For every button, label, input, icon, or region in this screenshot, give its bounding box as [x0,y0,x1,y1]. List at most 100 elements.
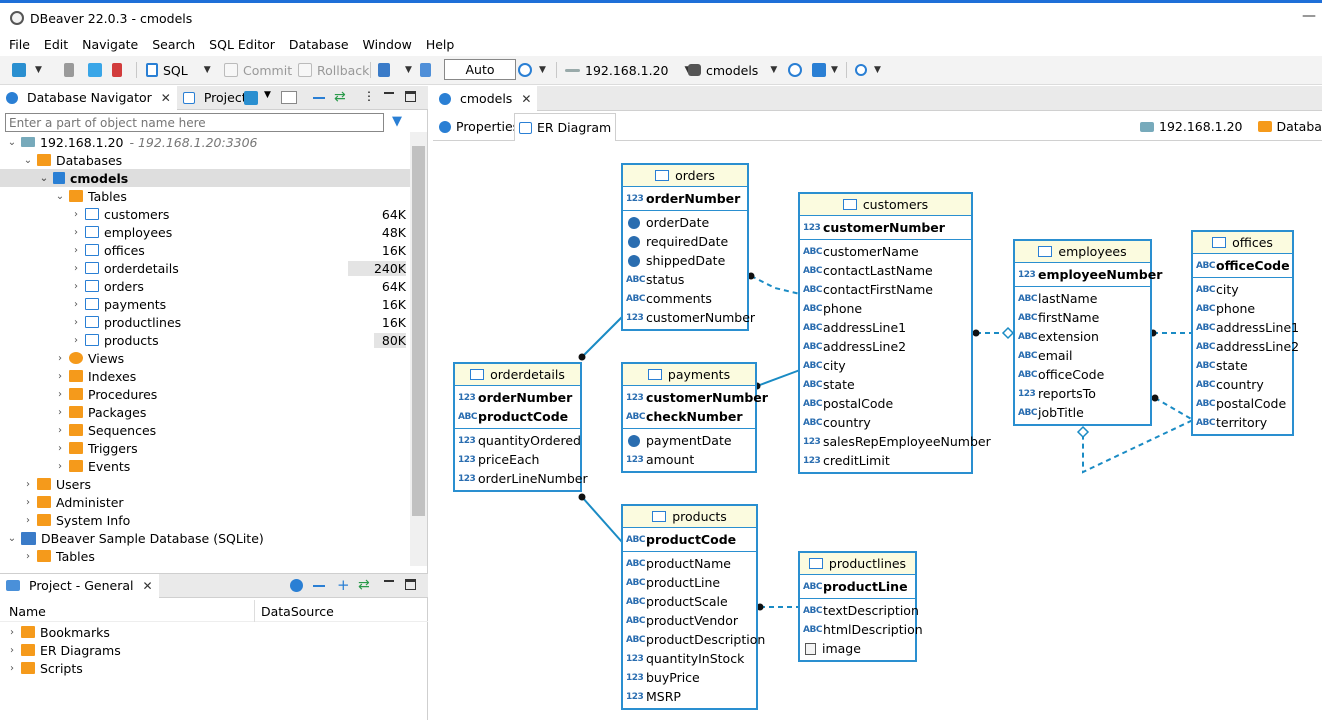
chevron-right-icon[interactable]: › [74,262,78,274]
close-icon[interactable]: ✕ [521,91,532,106]
chevron-right-icon[interactable]: › [58,370,62,382]
chevron-right-icon[interactable]: › [74,316,78,328]
tab-project-general[interactable]: Project - General ✕ [0,573,159,598]
project-item-bookmarks[interactable]: ›Bookmarks [6,623,110,641]
column-name-header[interactable]: Name [9,604,46,619]
column-row[interactable]: paymentDate [623,431,755,450]
collapse-all-icon[interactable] [313,585,325,587]
chevron-down-icon[interactable]: ⌄ [39,172,49,184]
tree-sequences[interactable]: ›Sequences [54,421,156,439]
chevron-right-icon[interactable]: › [58,424,62,436]
project-item-er-diagrams[interactable]: ›ER Diagrams [6,641,121,659]
menu-file[interactable]: File [9,36,30,52]
maximize-view-icon[interactable] [405,91,416,102]
connect-button[interactable] [64,56,79,84]
chevron-down-icon[interactable]: ⌄ [7,136,17,148]
chevron-right-icon[interactable]: › [58,442,62,454]
link-editor-icon[interactable]: ⇄ [358,577,370,593]
tab-cmodels[interactable]: cmodels ✕ [433,86,538,111]
chevron-right-icon[interactable]: › [58,352,62,364]
tree-users[interactable]: ›Users [22,475,91,493]
reconnect-button[interactable] [88,56,107,84]
column-row[interactable]: requiredDate [623,232,747,251]
tab-database-navigator[interactable]: Database Navigator ✕ [0,85,177,110]
tree-triggers[interactable]: ›Triggers [54,439,138,457]
column-row[interactable]: orderDate [623,213,747,232]
tree-events[interactable]: ›Events [54,457,130,475]
chevron-right-icon[interactable]: › [26,478,30,490]
chevron-right-icon[interactable]: › [74,298,78,310]
tree-connection[interactable]: ⌄192.168.1.20- 192.168.1.20:3306 [6,133,258,151]
chevron-right-icon[interactable]: › [10,626,14,638]
commit-button[interactable]: Commit [224,56,292,84]
tree-administer[interactable]: ›Administer [22,493,124,511]
gear-icon[interactable] [290,579,303,592]
link-editor-icon[interactable]: ⇄ [334,89,346,105]
rollback-button[interactable]: Rollback [298,56,369,84]
view-menu-icon[interactable]: ⋮ [363,89,375,103]
close-icon[interactable]: ✕ [160,90,171,105]
close-icon[interactable]: ✕ [142,578,153,593]
new-connection-icon[interactable] [244,91,258,105]
menu-sql-editor[interactable]: SQL Editor [209,36,275,52]
disconnect-button[interactable] [112,56,127,84]
chevron-right-icon[interactable]: › [26,550,30,562]
maximize-view-icon[interactable] [405,579,416,590]
active-schema-selector[interactable]: cmodels▼ [688,56,777,84]
search-button[interactable]: ▼ [855,56,881,84]
tasks-button[interactable]: ▼ [812,56,838,84]
tree-indexes[interactable]: ›Indexes [54,367,136,385]
tab-projects[interactable]: Projects [177,86,259,110]
tree-packages[interactable]: ›Packages [54,403,146,421]
tree-sample-db[interactable]: ⌄DBeaver Sample Database (SQLite) [6,529,264,547]
chevron-right-icon[interactable]: › [74,280,78,292]
chevron-down-icon[interactable]: ⌄ [55,190,65,202]
history-button[interactable]: ▼ [518,56,546,84]
dashboard-button[interactable] [788,56,807,84]
chevron-right-icon[interactable]: › [58,388,62,400]
column-datasource-header[interactable]: DataSource [261,604,334,619]
active-connection-selector[interactable]: 192.168.1.20▼ [565,56,691,84]
tree-procedures[interactable]: ›Procedures [54,385,157,403]
column-row[interactable]: image [800,639,915,658]
